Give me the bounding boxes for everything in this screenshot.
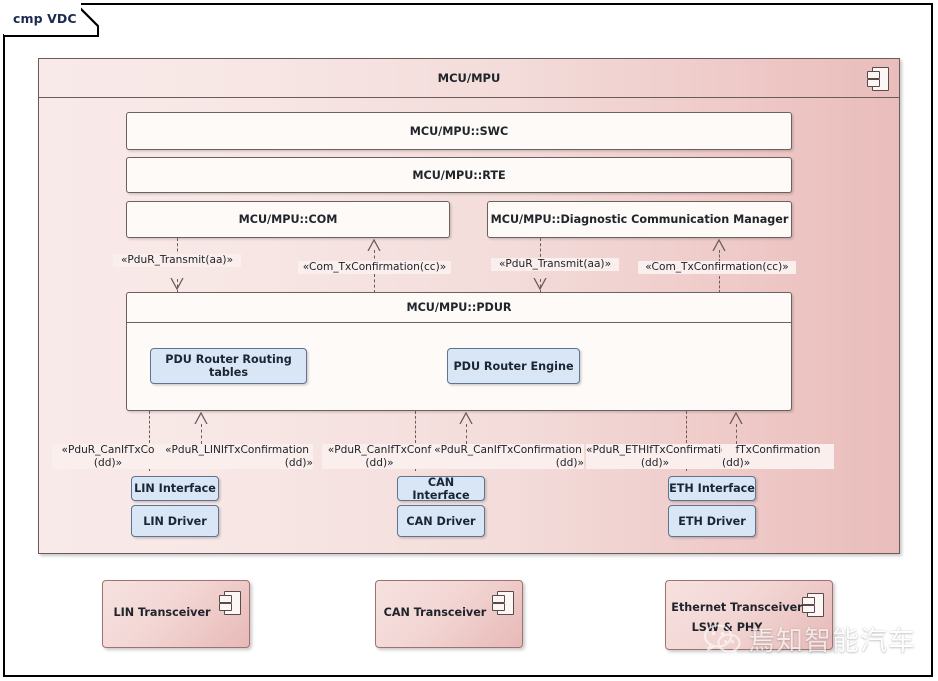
stereotype-eth-left: «PduR_ETHIfTxConfirmation (dd)» [586, 444, 735, 469]
connector-line-can-left [415, 411, 416, 443]
can-transceiver-label: CAN Transceiver [383, 606, 487, 619]
stereotype-eth-right: fTxConfirmation (dd)» [722, 444, 834, 469]
ethernet-transceiver[interactable]: Ethernet Transceiver LSW & PHY [665, 580, 833, 650]
can-transceiver[interactable]: CAN Transceiver [375, 580, 523, 648]
layer-dcm[interactable]: MCU/MPU::Diagnostic Communication Manage… [487, 201, 792, 238]
component-mcu-mpu-title: MCU/MPU [39, 59, 899, 98]
arrow-open-up-icon [459, 412, 473, 424]
lin-interface-label: LIN Interface [134, 482, 216, 495]
pdur-router-engine[interactable]: PDU Router Engine [447, 348, 580, 384]
arrow-open-up-icon [194, 412, 208, 424]
connector-line-pdur-transmit-dcm [540, 238, 541, 262]
pdur-router-engine-label: PDU Router Engine [453, 359, 574, 373]
connector-line-com-txconf-upper [374, 250, 375, 264]
stereotype-lin-left: «PduR_CanIfTxCo (dd)» [52, 444, 164, 469]
lin-interface[interactable]: LIN Interface [131, 476, 219, 501]
component-icon [867, 67, 889, 91]
can-driver[interactable]: CAN Driver [397, 505, 485, 537]
stereotype-can-right: «PduR_CanIfTxConfirmation (dd)» [432, 444, 584, 469]
eth-interface-label: ETH Interface [669, 482, 755, 495]
connector-line-can-right [466, 424, 467, 444]
pdur-routing-tables[interactable]: PDU Router Routing tables [150, 348, 307, 384]
stereotype-com-txconfirmation-com: «Com_TxConfirmation(cc)» [298, 261, 451, 274]
component-icon [492, 591, 514, 615]
arrow-open-down-icon [170, 278, 184, 290]
stereotype-can-left: «PduR_CanIfTxConf (dd)» [322, 444, 437, 469]
can-interface-label: CAN Interface [412, 475, 470, 502]
connector-line-eth-right [736, 424, 737, 444]
arrow-open-up-icon [729, 412, 743, 424]
layer-rte-label: MCU/MPU::RTE [412, 168, 506, 182]
connector-line-pdur-transmit-com [177, 238, 178, 262]
lin-transceiver[interactable]: LIN Transceiver [102, 580, 250, 648]
connector-line-com-txconf-lower [374, 274, 375, 293]
eth-driver[interactable]: ETH Driver [668, 505, 756, 537]
layer-com[interactable]: MCU/MPU::COM [126, 201, 450, 238]
connector-line-pdur-transmit-com-lower [177, 279, 178, 293]
connector-line-dcm-txconf-lower [719, 276, 720, 293]
layer-pdur-label: MCU/MPU::PDUR [406, 301, 512, 314]
arrow-open-up-icon [712, 239, 726, 251]
stereotype-pdur-transmit-dcm: «PduR_Transmit(aa)» [491, 258, 619, 271]
component-icon [802, 593, 824, 617]
eth-driver-label: ETH Driver [678, 514, 746, 528]
connector-line-eth-left [686, 411, 687, 443]
can-interface[interactable]: CAN Interface [397, 475, 485, 502]
stereotype-pdur-transmit-com: «PduR_Transmit(aa)» [113, 254, 241, 267]
eth-interface[interactable]: ETH Interface [668, 476, 756, 501]
component-icon [219, 591, 241, 615]
layer-swc[interactable]: MCU/MPU::SWC [126, 112, 792, 150]
stereotype-com-txconfirmation-dcm: «Com_TxConfirmation(cc)» [638, 261, 796, 274]
component-mcu-mpu-label: MCU/MPU [437, 71, 501, 85]
pdur-routing-tables-label: PDU Router Routing tables [165, 353, 292, 379]
layer-dcm-label: MCU/MPU::Diagnostic Communication Manage… [490, 213, 789, 226]
layer-com-label: MCU/MPU::COM [238, 213, 338, 226]
connector-line-pdur-transmit-dcm-lower [540, 279, 541, 293]
layer-rte[interactable]: MCU/MPU::RTE [126, 157, 792, 193]
connector-line-dcm-txconf-upper [719, 250, 720, 262]
layer-pdur-title: MCU/MPU::PDUR [127, 293, 791, 323]
arrow-open-down-icon [533, 278, 547, 290]
connector-line-lin-right [201, 424, 202, 444]
lin-driver[interactable]: LIN Driver [131, 505, 219, 537]
arrow-open-up-icon [367, 239, 381, 251]
ethernet-transceiver-label: Ethernet Transceiver LSW & PHY [671, 601, 803, 634]
lin-driver-label: LIN Driver [143, 514, 207, 528]
frame-label: cmp VDC [13, 11, 77, 26]
stereotype-lin-right: «PduR_LINIfTxConfirmation (dd)» [161, 444, 313, 469]
connector-line-lin-left [149, 411, 150, 443]
can-driver-label: CAN Driver [406, 514, 476, 528]
frame-tab: cmp VDC [3, 3, 81, 34]
layer-swc-label: MCU/MPU::SWC [409, 124, 509, 138]
lin-transceiver-label: LIN Transceiver [113, 606, 211, 619]
